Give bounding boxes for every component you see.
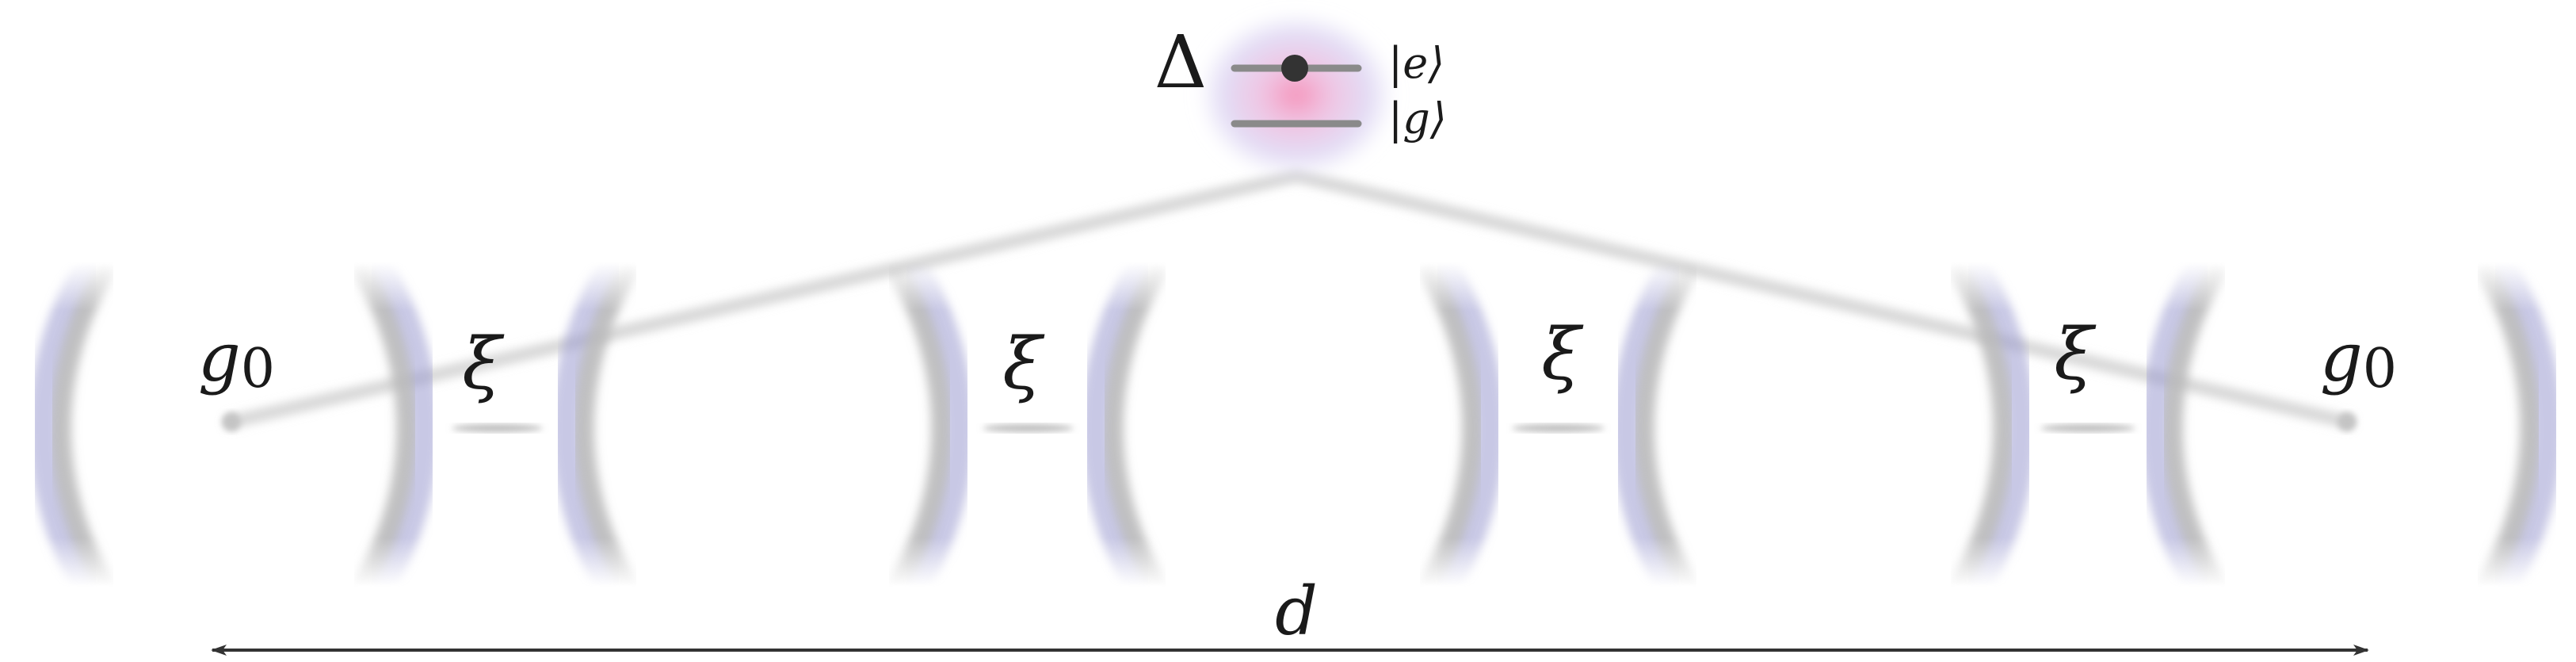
hopping-waists — [452, 424, 2135, 432]
detuning-label: Δ — [1154, 20, 1207, 105]
ground-state-label: |g⟩ — [1388, 94, 1447, 143]
coupling-label-left: g0 — [198, 319, 275, 400]
cavity-3-right-mirror-back — [1431, 254, 1505, 602]
cavity-2-left-mirror — [574, 259, 638, 597]
cavity-3-right-mirror — [1418, 259, 1483, 597]
hopping-waist-2 — [983, 424, 1074, 432]
hopping-waist-3 — [1512, 424, 1605, 432]
coupling-label-right: g0 — [2320, 319, 2397, 400]
mode-points — [222, 412, 2357, 431]
excited-state-label: |e⟩ — [1388, 38, 1444, 88]
cavity-5-left-mirror-back — [2140, 254, 2214, 602]
distance-label: d — [1275, 572, 1318, 650]
electron-dot — [1281, 55, 1308, 82]
hopping-label-1: ξ — [462, 323, 505, 406]
hopping-label-4: ξ — [2054, 313, 2097, 396]
cavity-4-right-mirror-back — [1962, 254, 2036, 602]
hopping-label-3: ξ — [1541, 313, 1584, 396]
cavity-1-right-mirror — [353, 259, 417, 597]
atom-halo — [1197, 12, 1395, 178]
hopping-label-2: ξ — [1002, 323, 1045, 406]
cavity-5-left-mirror — [2162, 259, 2227, 597]
cavity-1-left-mirror — [51, 259, 115, 597]
cavity-5-right-mirror-back — [2489, 254, 2563, 602]
hopping-waist-1 — [452, 424, 543, 432]
cavity-4-right-mirror — [1949, 259, 2013, 597]
cavity-4-left-mirror — [1634, 259, 1698, 597]
mode-point-left — [222, 412, 241, 431]
cavity-4-left-mirror-back — [1612, 254, 1685, 602]
cavity-mirrors — [29, 254, 2563, 602]
cavity-2-right-mirror-back — [900, 254, 974, 602]
hopping-waist-4 — [2040, 424, 2135, 432]
cavity-3-left-mirror — [1103, 259, 1167, 597]
cavity-3-left-mirror-back — [1081, 254, 1154, 602]
cavity-1-right-mirror-back — [365, 254, 439, 602]
cavity-1-left-mirror-back — [29, 254, 102, 602]
cavity-2-left-mirror-back — [551, 254, 625, 602]
cavity-2-right-mirror — [887, 259, 952, 597]
cavity-5-right-mirror — [2476, 259, 2540, 597]
two-level-atom — [1197, 12, 1395, 178]
mode-point-right — [2337, 412, 2357, 431]
